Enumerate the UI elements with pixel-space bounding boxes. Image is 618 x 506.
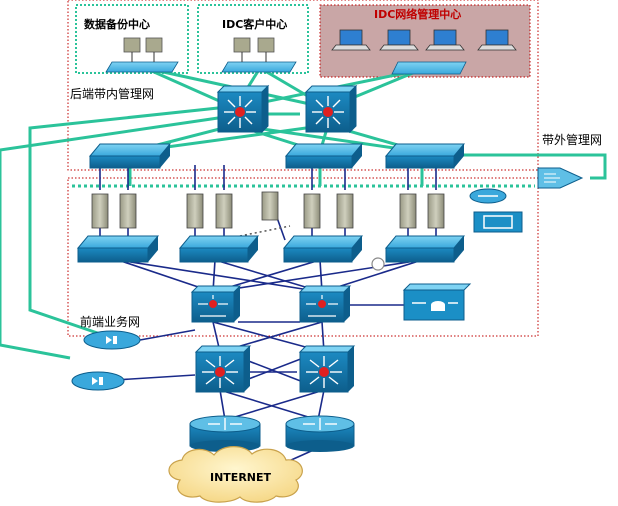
core-switch-2 — [298, 345, 356, 393]
internet-label: INTERNET — [210, 471, 272, 484]
mgmt-core-switch-1 — [216, 84, 270, 134]
internet-cloud-icon — [168, 446, 303, 503]
hub-icon — [473, 211, 523, 233]
access-switch-1 — [76, 235, 160, 263]
access-switch-3 — [282, 235, 364, 263]
distribution-switch-1 — [190, 285, 242, 323]
distribution-switch-2 — [298, 285, 352, 323]
firewall-icon — [83, 330, 141, 350]
terminal-icon — [233, 37, 275, 62]
backend-zone-label: 后端带内管理网 — [70, 86, 154, 101]
load-balancer-icon — [402, 283, 472, 321]
link-marker-icon — [371, 257, 385, 271]
firewall-icon — [71, 371, 125, 391]
mgmt-access-switch-2 — [284, 143, 364, 169]
router-icon — [469, 188, 507, 204]
terminal-icon — [123, 37, 163, 62]
core-switch-1 — [194, 345, 252, 393]
border-router-2 — [285, 415, 355, 452]
dashed-link — [239, 225, 291, 237]
idc-client-zone — [197, 4, 309, 74]
backup-zone-label: 数据备份中心 — [84, 17, 150, 31]
oob-label: 带外管理网 — [542, 132, 602, 147]
mgmt-access-switch-3 — [384, 143, 466, 169]
backup-zone — [75, 4, 189, 74]
idc-client-zone-switch — [221, 61, 297, 73]
frontend-zone-label: 前端业务网 — [80, 314, 140, 329]
idc-mgmt-zone-label: IDC网络管理中心 — [374, 7, 461, 21]
oob-gateway-icon — [537, 167, 584, 189]
access-switch-2 — [178, 235, 260, 263]
backup-zone-switch — [105, 61, 179, 73]
server-icon — [91, 191, 445, 229]
mgmt-core-switch-2 — [304, 84, 358, 134]
idc-mgmt-zone-switch — [391, 61, 467, 75]
backend-zone — [67, 0, 539, 171]
access-switch-4 — [384, 235, 466, 263]
border-router-1 — [189, 415, 261, 452]
frontend-zone — [67, 177, 539, 337]
mgmt-access-switch-1 — [88, 143, 172, 169]
laptop-icon — [331, 29, 517, 51]
idc-client-zone-label: IDC客户中心 — [222, 17, 287, 31]
